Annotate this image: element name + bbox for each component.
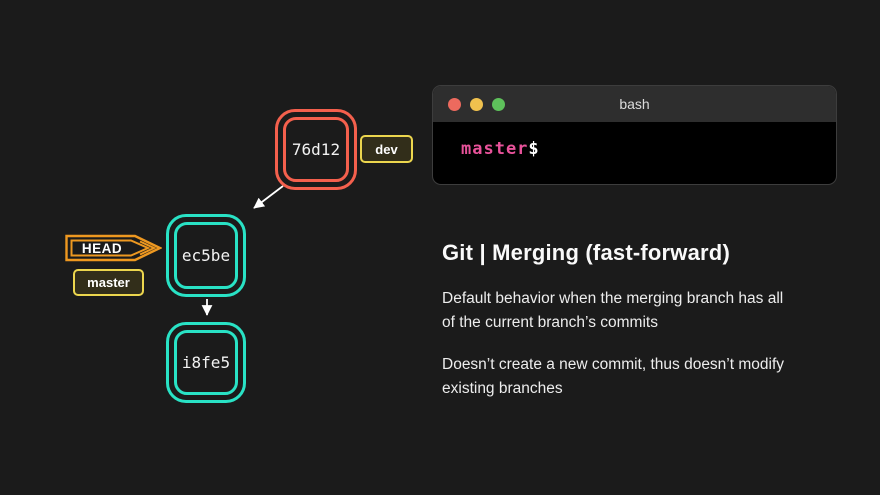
paragraph-line: existing branches	[442, 380, 563, 397]
commit-id: i8fe5	[181, 353, 231, 372]
commit-box-i8fe5: i8fe5	[166, 322, 246, 403]
paragraph-1: Default behavior when the merging branch…	[442, 287, 872, 335]
terminal-window: bash master$	[432, 85, 837, 185]
head-label: HEAD	[81, 240, 123, 256]
commit-box-ec5be: ec5be	[166, 214, 246, 297]
merge-arrow-76d12-to-ec5be	[253, 185, 284, 209]
head-tag: HEAD	[65, 234, 162, 262]
prompt-symbol: $	[528, 139, 540, 159]
commit-inner-border: 76d12	[283, 117, 349, 182]
commit-id: 76d12	[291, 140, 341, 159]
paragraph-line: Doesn’t create a new commit, thus doesn’…	[442, 356, 785, 373]
terminal-body: master$	[433, 122, 836, 159]
commit-inner-border: ec5be	[174, 222, 238, 289]
traffic-light-minimize-icon	[470, 97, 483, 111]
commit-inner-border: i8fe5	[174, 330, 238, 395]
paragraph-line: Default behavior when the merging branch…	[442, 290, 784, 307]
slide-heading: Git | Merging (fast-forward)	[442, 240, 730, 265]
terminal-titlebar: bash	[433, 86, 836, 122]
commit-box-76d12: 76d12	[275, 109, 357, 190]
branch-label-master: master	[73, 269, 144, 296]
terminal-title: bash	[619, 96, 650, 112]
branch-label-text: dev	[375, 141, 398, 157]
branch-label-text: master	[87, 275, 130, 290]
traffic-light-close-icon	[448, 97, 461, 111]
head-arrow-shape-icon	[65, 234, 162, 262]
branch-label-dev: dev	[360, 135, 413, 163]
traffic-light-zoom-icon	[492, 97, 505, 111]
paragraph-2: Doesn’t create a new commit, thus doesn’…	[442, 353, 872, 401]
commit-id: ec5be	[181, 246, 231, 265]
paragraph-line: of the current branch’s commits	[442, 314, 658, 331]
prompt-branch: master	[461, 139, 529, 159]
